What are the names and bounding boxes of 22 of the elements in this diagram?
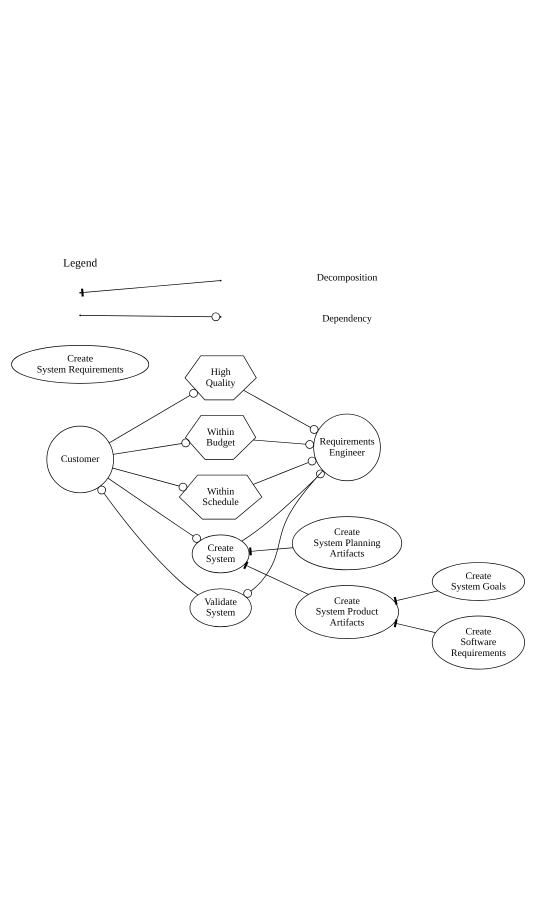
legend-label: Decomposition <box>316 272 378 284</box>
connector <box>97 486 198 596</box>
legend-label: Dependency <box>322 314 372 325</box>
node-ellipse: Create System Goals <box>432 562 525 601</box>
connector <box>243 470 324 598</box>
label: Legend <box>63 257 98 270</box>
connector <box>394 590 438 605</box>
connector <box>113 438 190 455</box>
connector <box>112 468 188 492</box>
connector <box>252 440 314 449</box>
connector <box>243 561 309 595</box>
connector <box>108 478 201 543</box>
node-ellipse: Create System Planning Artifacts <box>292 516 402 570</box>
connector <box>394 619 436 633</box>
node-ellipse: Create System Requirements <box>11 345 150 384</box>
connector <box>248 547 294 556</box>
node-ellipse: Create Software Requirements <box>432 616 525 670</box>
connector <box>253 456 316 485</box>
connector <box>242 470 325 542</box>
connector <box>109 389 198 444</box>
connector <box>243 390 318 434</box>
node-circle: Requirements Engineer <box>313 414 381 482</box>
